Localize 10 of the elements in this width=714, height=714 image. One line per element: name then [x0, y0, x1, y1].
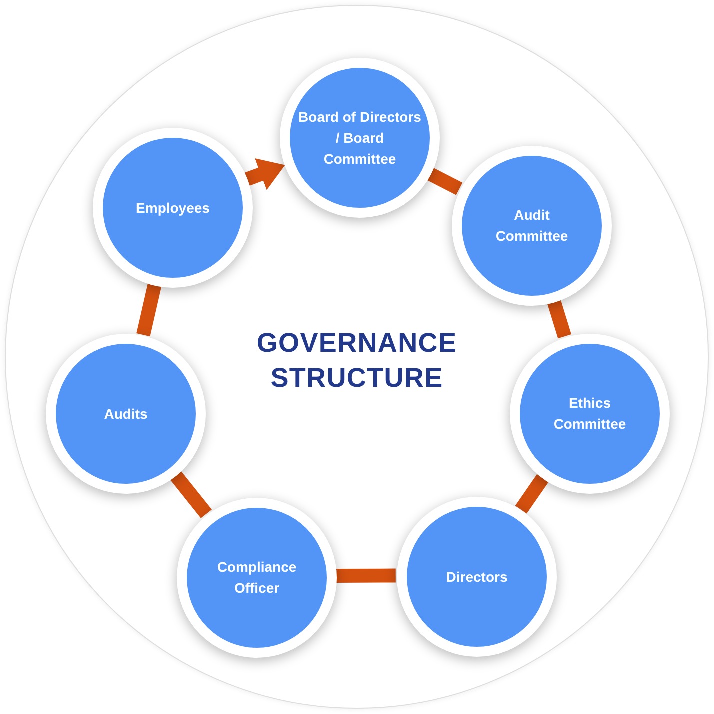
center-heading: GOVERNANCE STRUCTURE [256, 327, 458, 396]
node-label: Ethics Committee [552, 394, 628, 434]
node-label: Board of Directors / Board Committee [298, 108, 422, 168]
node-label: Compliance Officer [216, 558, 298, 598]
connector-bar [170, 470, 212, 518]
node-label: Audit Committee [494, 206, 570, 246]
node-label: Directors [446, 568, 508, 586]
node-label: Employees [136, 198, 210, 218]
connector-bar [336, 568, 396, 583]
node-label: Audits [104, 404, 148, 424]
